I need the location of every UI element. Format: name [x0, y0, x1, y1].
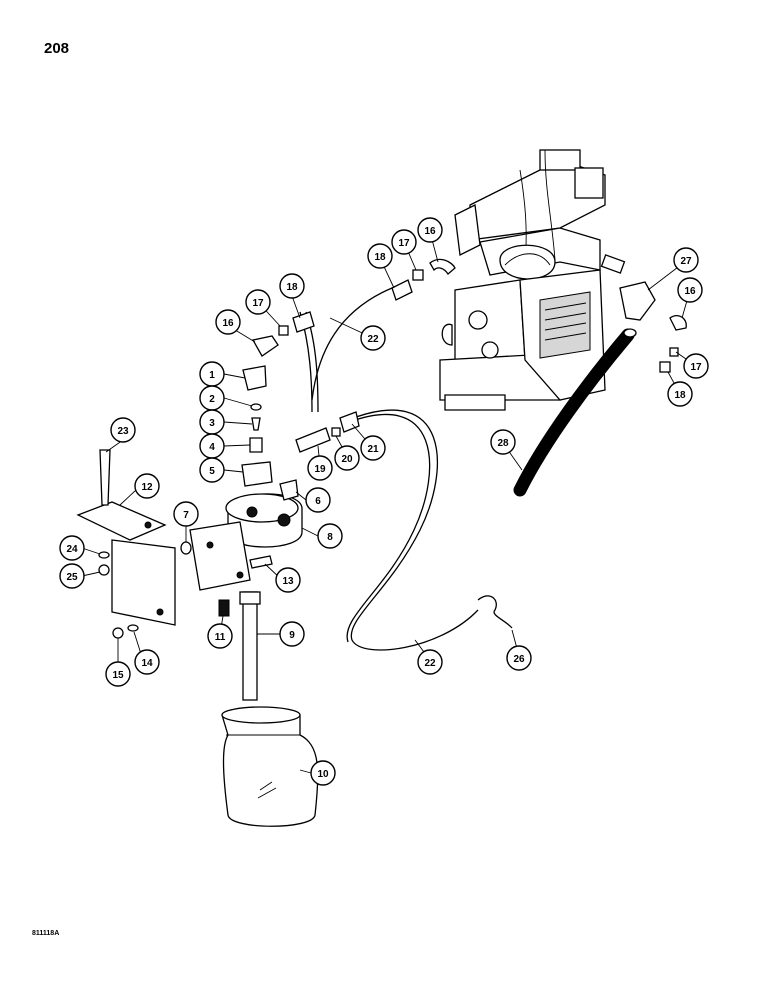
svg-text:13: 13: [282, 576, 294, 587]
callout-8: 8: [317, 523, 343, 549]
svg-text:27: 27: [680, 256, 692, 267]
svg-text:2: 2: [209, 394, 215, 405]
callout-23: 23: [110, 417, 136, 443]
leader-lines: [81, 231, 697, 774]
svg-text:3: 3: [209, 418, 215, 429]
svg-text:1: 1: [209, 370, 215, 381]
callout-19: 19: [307, 455, 333, 481]
upper-fittings: [391, 258, 687, 373]
svg-text:25: 25: [66, 572, 78, 583]
callout-21: 21: [360, 435, 386, 461]
callout-11: 11: [207, 623, 233, 649]
callout-16-left: 16: [215, 309, 241, 335]
callout-15: 15: [105, 661, 131, 687]
svg-text:11: 11: [215, 632, 226, 643]
callout-22-lower: 22: [417, 649, 443, 675]
callout-2: 2: [199, 385, 225, 411]
callout-22-upper: 22: [360, 325, 386, 351]
svg-text:16: 16: [424, 226, 436, 237]
callout-6: 6: [305, 487, 331, 513]
callout-26: 26: [506, 645, 532, 671]
svg-text:18: 18: [374, 252, 386, 263]
callout-17-top: 17: [391, 229, 417, 255]
svg-text:24: 24: [66, 544, 78, 555]
callout-10: 10: [310, 760, 336, 786]
callout-16-top: 16: [417, 217, 443, 243]
svg-text:12: 12: [141, 482, 153, 493]
callout-17-right: 17: [683, 353, 709, 379]
svg-text:6: 6: [315, 496, 321, 507]
svg-text:20: 20: [341, 454, 353, 465]
svg-text:18: 18: [286, 282, 298, 293]
callout-28: 28: [490, 429, 516, 455]
svg-text:26: 26: [513, 654, 525, 665]
filter-assembly: [76, 311, 513, 827]
svg-text:17: 17: [252, 298, 264, 309]
page-number: 208: [44, 40, 70, 57]
svg-text:19: 19: [314, 464, 326, 475]
callout-18-top: 18: [367, 243, 393, 269]
svg-text:16: 16: [222, 318, 234, 329]
svg-text:16: 16: [684, 286, 696, 297]
callouts: 1 2 3 4 5 6 7 8 9 10 11 12 13 14 15 16 1…: [59, 217, 709, 786]
callout-5: 5: [199, 457, 225, 483]
callout-20: 20: [334, 445, 360, 471]
callout-9: 9: [279, 621, 305, 647]
svg-text:8: 8: [327, 532, 333, 543]
svg-text:28: 28: [497, 438, 509, 449]
svg-text:15: 15: [112, 670, 124, 681]
svg-text:22: 22: [367, 334, 379, 345]
figure-code: 811118A: [32, 930, 60, 937]
callout-14: 14: [134, 649, 160, 675]
callout-7: 7: [173, 501, 199, 527]
callout-16-right: 16: [677, 277, 703, 303]
callout-17-left: 17: [245, 289, 271, 315]
callout-12: 12: [134, 473, 160, 499]
svg-text:17: 17: [690, 362, 702, 373]
svg-text:17: 17: [398, 238, 410, 249]
svg-text:7: 7: [183, 510, 189, 521]
svg-text:18: 18: [674, 390, 686, 401]
air-compressor: [439, 149, 626, 411]
svg-text:5: 5: [209, 466, 215, 477]
svg-text:22: 22: [424, 658, 436, 669]
svg-text:4: 4: [209, 442, 215, 453]
callout-18-left: 18: [279, 273, 305, 299]
callout-1: 1: [199, 361, 225, 387]
callout-4: 4: [199, 433, 225, 459]
callout-3: 3: [199, 409, 225, 435]
svg-text:9: 9: [289, 630, 295, 641]
callout-27: 27: [673, 247, 699, 273]
svg-text:23: 23: [117, 426, 129, 437]
svg-text:14: 14: [141, 658, 153, 669]
callout-18-right: 18: [667, 381, 693, 407]
callout-13: 13: [275, 567, 301, 593]
svg-text:10: 10: [317, 769, 329, 780]
callout-25: 25: [59, 563, 85, 589]
callout-24: 24: [59, 535, 85, 561]
svg-text:21: 21: [367, 444, 379, 455]
